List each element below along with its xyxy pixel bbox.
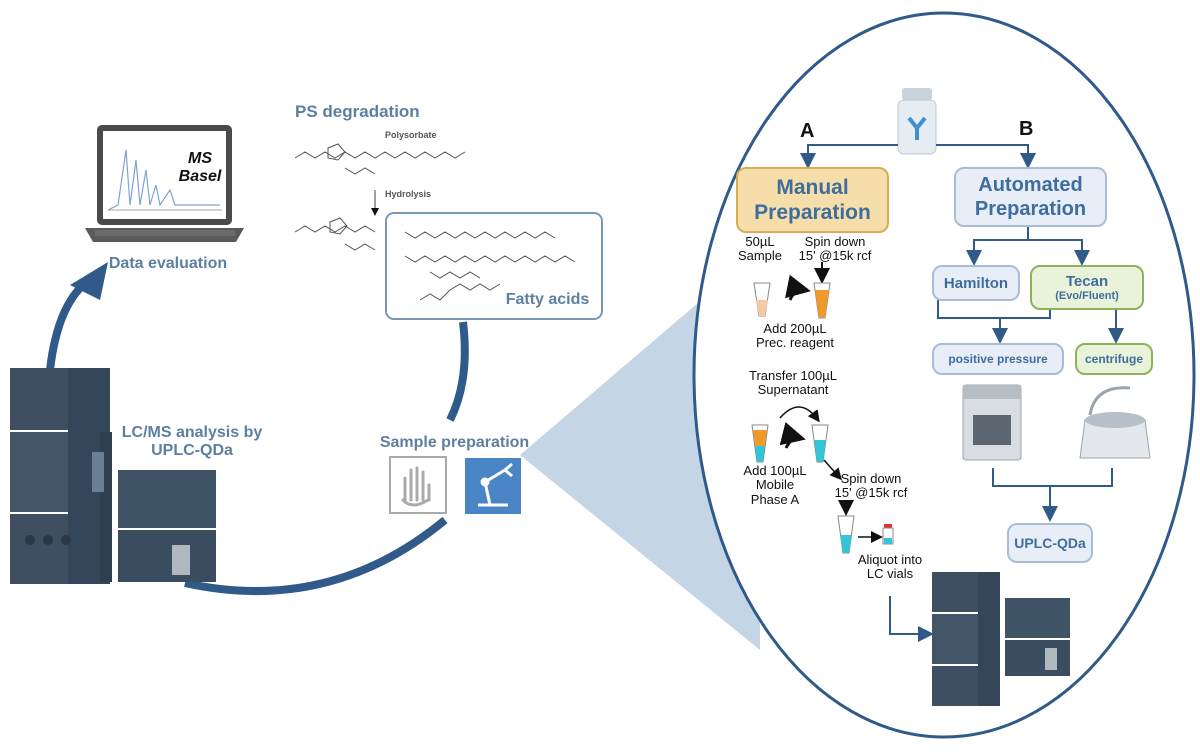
spin-arrow-2	[823, 459, 842, 481]
sample-50-l2: Sample	[737, 248, 783, 264]
tube-cyan-small-icon	[837, 515, 855, 554]
tecan-l2: (Evo/Fluent)	[1055, 289, 1119, 302]
tube-sample-icon	[753, 282, 771, 317]
robot-arm-icon	[478, 462, 513, 507]
tecan-box: Tecan (Evo/Fluent)	[1030, 265, 1144, 310]
connector-tecan-to-pressure	[1000, 310, 1051, 319]
spin1-l2: 15' @15k rcf	[798, 248, 872, 264]
cycle-arc-bottom	[184, 516, 448, 596]
fatty-acids-box	[385, 212, 603, 320]
tecan-l1: Tecan	[1065, 272, 1109, 290]
lc-vial-icon	[882, 524, 894, 545]
curved-arrow-2	[779, 422, 806, 449]
branch-label-b: B	[1019, 118, 1034, 140]
sample-50-label: 50µL Sample	[735, 234, 785, 264]
lcms-analysis-label-line1: LC/MS analysis by	[121, 424, 263, 441]
positive-pressure-device-icon	[962, 384, 1022, 461]
laptop-logo: MS Basel	[178, 150, 222, 185]
automated-preparation-box: Automated Preparation	[954, 167, 1107, 227]
spin1-l1: Spin down	[804, 234, 866, 249]
tube-orange-icon	[813, 282, 831, 319]
transfer-l2: Supernatant	[757, 382, 829, 398]
automated-line2: Preparation	[974, 198, 1087, 220]
branch-label-a: A	[800, 120, 815, 142]
connector-vial-to-b	[936, 144, 1036, 169]
add200-l2: Prec. reagent	[755, 335, 835, 351]
aliquot-label: Aliquot into LC vials	[850, 552, 930, 582]
hamilton-box: Hamilton	[932, 265, 1020, 301]
add200-l1: Add 200µL	[763, 321, 827, 336]
spin-down-1-label: Spin down 15' @15k rcf	[790, 234, 880, 264]
automated-line1: Automated	[978, 174, 1083, 196]
polysorbate-label: Polysorbate	[385, 130, 437, 140]
fatty-acid-chains	[404, 231, 576, 301]
antibody-vial-icon	[897, 88, 937, 155]
add100-l3: Phase A	[750, 491, 800, 507]
curved-arrow-1	[785, 274, 811, 301]
add100-l1: Add 100µL	[743, 463, 807, 478]
centrifuge-box: centrifuge	[1075, 343, 1153, 375]
add100-l2: Mobile	[755, 477, 795, 493]
lcms-analysis-label-line2: UPLC-QDa	[151, 442, 233, 459]
ps-degradation-label: PS degradation	[295, 102, 420, 121]
laptop-icon	[85, 125, 244, 242]
sample-50-l1: 50µL	[745, 234, 775, 249]
cycle-arc-right	[446, 321, 469, 422]
hand-icon	[401, 466, 431, 507]
connector-devices-to-uplc	[992, 468, 1113, 487]
transfer-label: Transfer 100µL Supernatant	[738, 368, 848, 398]
add-200-label: Add 200µL Prec. reagent	[740, 321, 850, 351]
centrifuge-device-icon	[1079, 386, 1151, 459]
connector-vial-to-a	[800, 144, 898, 169]
spin2-l2: 15' @15k rcf	[834, 485, 908, 501]
transfer-l1: Transfer 100µL	[749, 368, 837, 383]
cycle-arrowhead	[70, 262, 108, 300]
data-evaluation-label: Data evaluation	[108, 255, 228, 272]
tube-orange-cyan-icon	[751, 424, 769, 463]
fatty-acids-label: Fatty acids	[505, 291, 590, 308]
hydrolysis-product-structure	[294, 217, 376, 251]
add-100-label: Add 100µL Mobile Phase A	[735, 463, 815, 507]
lcms-instrument-left	[10, 368, 216, 584]
manual-line1: Manual	[776, 175, 849, 199]
lcms-instrument-right	[932, 572, 1070, 706]
sample-preparation-label: Sample preparation	[379, 434, 530, 451]
connector-manual-to-instrument	[889, 596, 934, 642]
connector-hamilton-to-pressure	[937, 300, 1008, 344]
manual-preparation-box: Manual Preparation	[736, 167, 889, 233]
spin-down-2-label: Spin down 15' @15k rcf	[826, 471, 916, 501]
tube-cyan-icon	[811, 424, 829, 463]
aliquot-l2: LC vials	[866, 566, 914, 582]
uplc-qda-box: UPLC-QDa	[1007, 523, 1093, 563]
polysorbate-structure	[294, 143, 466, 175]
positive-pressure-box: positive pressure	[932, 343, 1064, 375]
spin2-l1: Spin down	[840, 471, 902, 486]
transfer-curved-arrow	[779, 406, 820, 423]
manual-line2: Preparation	[754, 201, 871, 224]
hydrolysis-label: Hydrolysis	[385, 189, 432, 199]
aliquot-l1: Aliquot into	[857, 552, 923, 567]
